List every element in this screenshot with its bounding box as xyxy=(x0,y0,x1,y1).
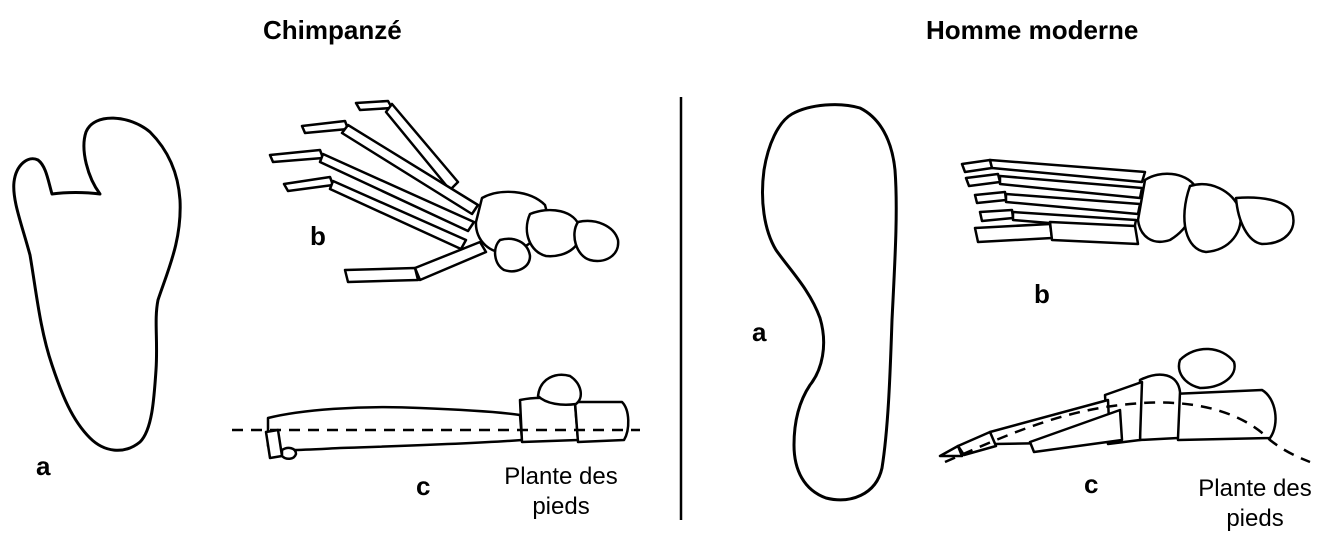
human-label-a: a xyxy=(752,318,766,348)
chimp-footprint-outline xyxy=(14,118,180,450)
human-foot-skeleton-lateral xyxy=(940,349,1276,456)
human-foot-skeleton-dorsal xyxy=(962,160,1293,252)
chimp-foot-skeleton-lateral xyxy=(266,375,628,459)
human-sole-label: Plante des pieds xyxy=(1182,474,1327,534)
chimp-sole-label: Plante des pieds xyxy=(488,462,634,522)
chimp-label-b: b xyxy=(310,222,326,252)
chimp-foot-skeleton-dorsal xyxy=(270,101,618,282)
chimp-label-a: a xyxy=(36,452,50,482)
chimp-sole-label-line2: pieds xyxy=(488,492,634,522)
human-label-b: b xyxy=(1034,280,1050,310)
human-title: Homme moderne xyxy=(926,16,1138,46)
human-label-c: c xyxy=(1084,470,1098,500)
chimp-sole-label-line1: Plante des xyxy=(488,462,634,492)
chimp-label-c: c xyxy=(416,472,430,502)
chimpanzee-title: Chimpanzé xyxy=(263,16,402,46)
human-sole-label-line1: Plante des xyxy=(1182,474,1327,504)
human-sole-label-line2: pieds xyxy=(1182,504,1327,534)
human-footprint-outline xyxy=(763,105,897,500)
